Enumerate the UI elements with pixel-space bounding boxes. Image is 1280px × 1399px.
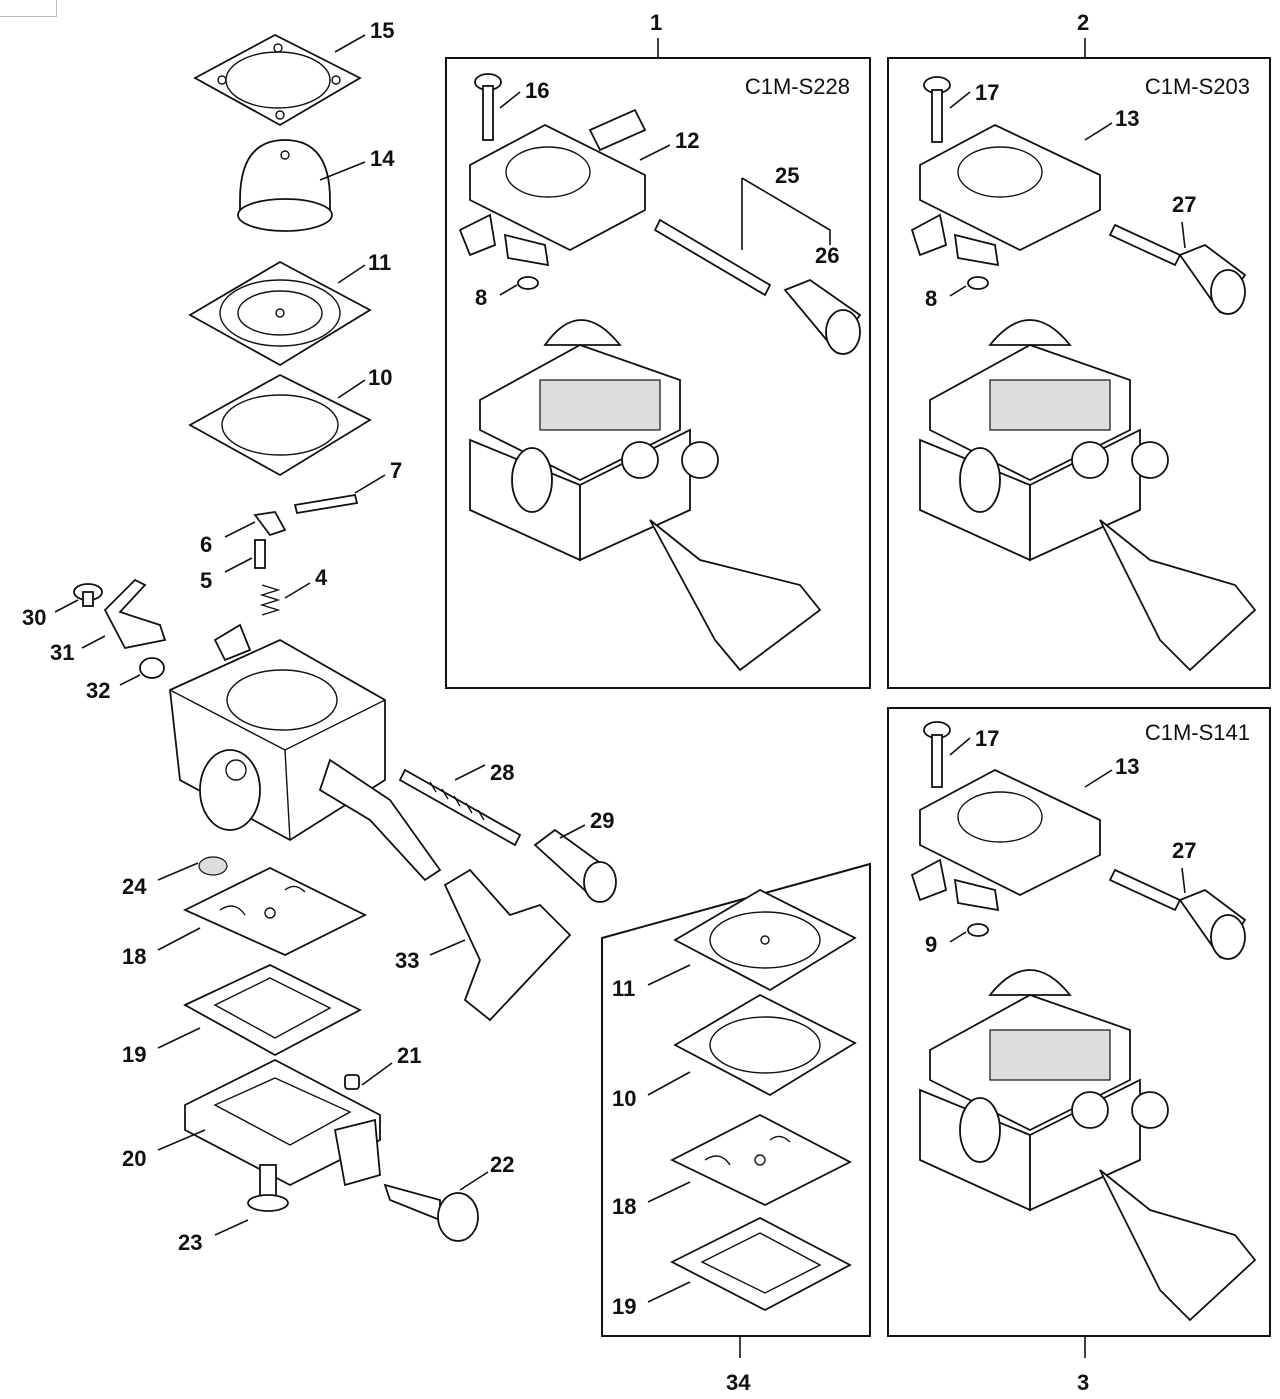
label-9: 9 — [925, 932, 937, 957]
carburetor-body — [169, 623, 442, 882]
box-2-frame — [887, 57, 1271, 689]
part-28-needle — [398, 768, 522, 847]
part-5-needle — [254, 539, 266, 569]
label-10-box34: 10 — [612, 1086, 636, 1111]
corner-tab — [0, 0, 57, 17]
label-21: 21 — [397, 1043, 421, 1068]
box-1-parts — [458, 73, 862, 672]
label-8-box2: 8 — [925, 286, 937, 311]
leader-lines — [54, 34, 1186, 1303]
part-18-gasket — [182, 866, 368, 956]
label-27-box3: 27 — [1172, 838, 1196, 863]
part-11-diaphragm — [188, 260, 372, 367]
label-10: 10 — [368, 365, 392, 390]
label-11: 11 — [368, 250, 391, 275]
part-labels: 15 14 11 10 7 6 5 4 30 31 32 28 29 33 24… — [22, 10, 1196, 1395]
label-22: 22 — [490, 1152, 514, 1177]
part-33-knob — [443, 868, 572, 1022]
box-1-code: C1M-S228 — [745, 74, 850, 99]
label-8-box1: 8 — [475, 285, 487, 310]
label-1: 1 — [650, 10, 662, 35]
part-32-sleeve — [139, 657, 165, 679]
label-7: 7 — [390, 458, 402, 483]
label-26: 26 — [815, 243, 839, 268]
label-18-box34: 18 — [612, 1194, 636, 1219]
label-25: 25 — [775, 163, 799, 188]
label-12: 12 — [675, 128, 699, 153]
label-19: 19 — [122, 1042, 146, 1067]
box-2-code: C1M-S203 — [1145, 74, 1250, 99]
label-29: 29 — [590, 808, 614, 833]
part-10-gasket — [188, 373, 372, 477]
part-21-valve — [344, 1074, 360, 1090]
label-6: 6 — [200, 532, 212, 557]
label-24: 24 — [122, 874, 147, 899]
label-2: 2 — [1077, 10, 1089, 35]
label-13-box2: 13 — [1115, 106, 1139, 131]
label-17-box3: 17 — [975, 726, 999, 751]
label-33: 33 — [395, 948, 419, 973]
label-23: 23 — [178, 1230, 202, 1255]
label-27-box2: 27 — [1172, 192, 1196, 217]
label-14: 14 — [370, 146, 395, 171]
part-30-screw — [73, 583, 103, 607]
part-20-pump-cover — [184, 1058, 381, 1187]
box-2-parts — [910, 76, 1257, 672]
part-31-lever — [103, 578, 167, 650]
label-31: 31 — [50, 640, 74, 665]
label-3: 3 — [1077, 1370, 1089, 1395]
part-22-adjust-screw — [383, 1183, 479, 1242]
box-3-frame — [887, 707, 1271, 1337]
part-23-screw — [247, 1164, 289, 1212]
label-20: 20 — [122, 1146, 146, 1171]
label-32: 32 — [86, 678, 110, 703]
label-34: 34 — [726, 1370, 751, 1395]
label-16: 16 — [525, 78, 549, 103]
label-17-box2: 17 — [975, 80, 999, 105]
part-15-gasket — [193, 33, 362, 127]
box-3-parts — [910, 721, 1257, 1322]
label-28: 28 — [490, 760, 514, 785]
label-18: 18 — [122, 944, 146, 969]
part-7-pin — [293, 493, 359, 515]
label-13-box3: 13 — [1115, 754, 1139, 779]
box-34-parts — [669, 888, 857, 1312]
label-15: 15 — [370, 18, 394, 43]
box-3-code: C1M-S141 — [1145, 720, 1250, 745]
part-6-lever — [253, 511, 287, 537]
label-11-box34: 11 — [612, 976, 635, 1001]
label-5: 5 — [200, 568, 212, 593]
part-24-screen — [198, 856, 228, 876]
label-30: 30 — [22, 605, 46, 630]
label-4: 4 — [315, 565, 328, 590]
part-4-spring — [259, 584, 281, 616]
label-19-box34: 19 — [612, 1294, 636, 1319]
part-29-cap — [533, 828, 617, 903]
part-19-gasket — [183, 963, 362, 1057]
box-34-frame — [601, 862, 871, 1337]
part-14-primer-bulb — [237, 139, 333, 232]
